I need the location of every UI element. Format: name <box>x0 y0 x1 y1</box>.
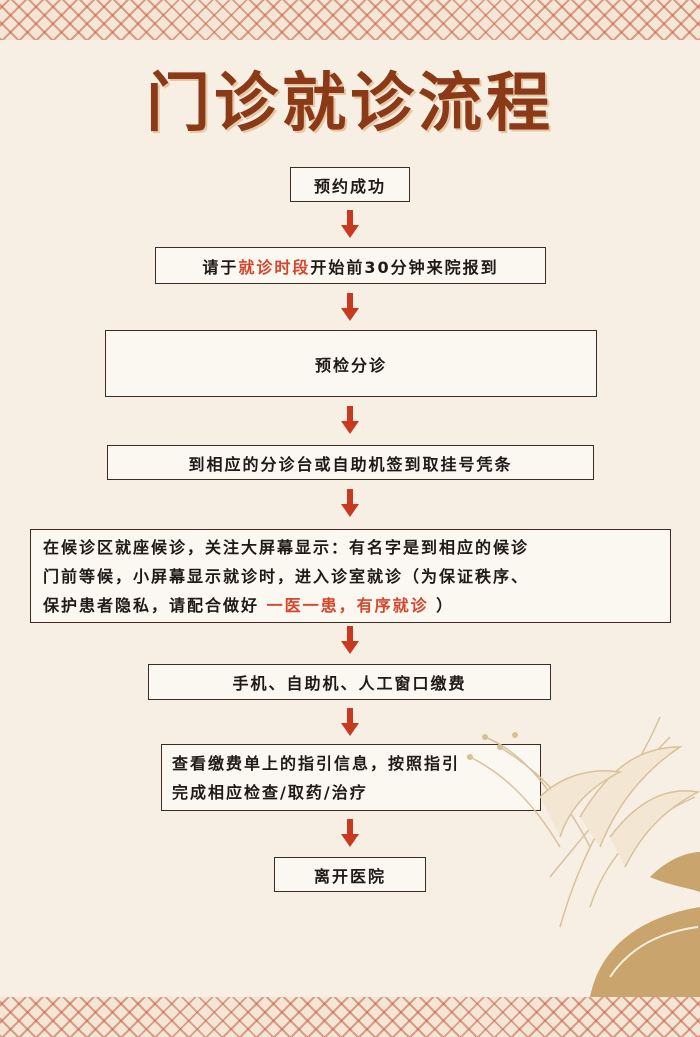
step-text-highlight: 就诊时段 <box>238 257 311 277</box>
step-text-prefix: 请于 <box>202 257 239 277</box>
step-label: 预约成功 <box>313 176 386 196</box>
top-decorative-border <box>0 0 700 40</box>
page-title: 门诊就诊流程 <box>146 67 554 141</box>
down-arrow-icon <box>341 708 359 736</box>
step-text-line: 门前等候，小屏幕显示就诊时，进入诊室就诊（为保证秩序、 <box>43 566 530 586</box>
step-text-line: 保护患者隐私，请配合做好 一医一患，有序就诊 ） <box>43 591 454 620</box>
down-arrow-icon <box>341 406 359 434</box>
step-text-line: 完成相应检查/取药/治疗 <box>172 782 368 802</box>
step-text-suffix: ） <box>428 595 455 615</box>
bottom-decorative-border <box>0 997 700 1037</box>
step-payment: 手机、自助机、人工窗口缴费 <box>148 664 551 700</box>
step-check-in: 到相应的分诊台或自助机签到取挂号凭条 <box>107 445 594 480</box>
down-arrow-icon <box>341 489 359 517</box>
down-arrow-icon <box>341 626 359 654</box>
lily-flower-decoration <box>467 716 700 997</box>
step-leave-hospital: 离开医院 <box>274 857 426 892</box>
step-triage: 预检分诊 <box>105 330 597 397</box>
step-waiting-area: 在候诊区就座候诊，关注大屏幕显示：有名字是到相应的候诊 门前等候，小屏幕显示就诊… <box>30 529 671 623</box>
step-text-highlight: 一医一患，有序就诊 <box>266 595 429 615</box>
down-arrow-icon <box>341 293 359 321</box>
step-text-prefix: 保护患者隐私，请配合做好 <box>43 595 267 615</box>
step-text-line: 查看缴费单上的指引信息，按照指引 <box>172 753 461 773</box>
step-appointment-success: 预约成功 <box>290 167 410 202</box>
down-arrow-icon <box>341 819 359 847</box>
down-arrow-icon <box>341 210 359 238</box>
step-arrive-early: 请于就诊时段开始前30分钟来院报到 <box>155 247 546 284</box>
step-follow-guidance: 查看缴费单上的指引信息，按照指引 完成相应检查/取药/治疗 <box>161 744 541 811</box>
step-label: 手机、自助机、人工窗口缴费 <box>232 674 467 693</box>
step-label: 离开医院 <box>313 866 386 886</box>
step-text-line: 在候诊区就座候诊，关注大屏幕显示：有名字是到相应的候诊 <box>43 537 530 557</box>
step-text-suffix: 开始前30分钟来院报到 <box>310 257 499 277</box>
step-label: 到相应的分诊台或自助机签到取挂号凭条 <box>188 454 513 474</box>
step-label: 预检分诊 <box>314 355 387 375</box>
